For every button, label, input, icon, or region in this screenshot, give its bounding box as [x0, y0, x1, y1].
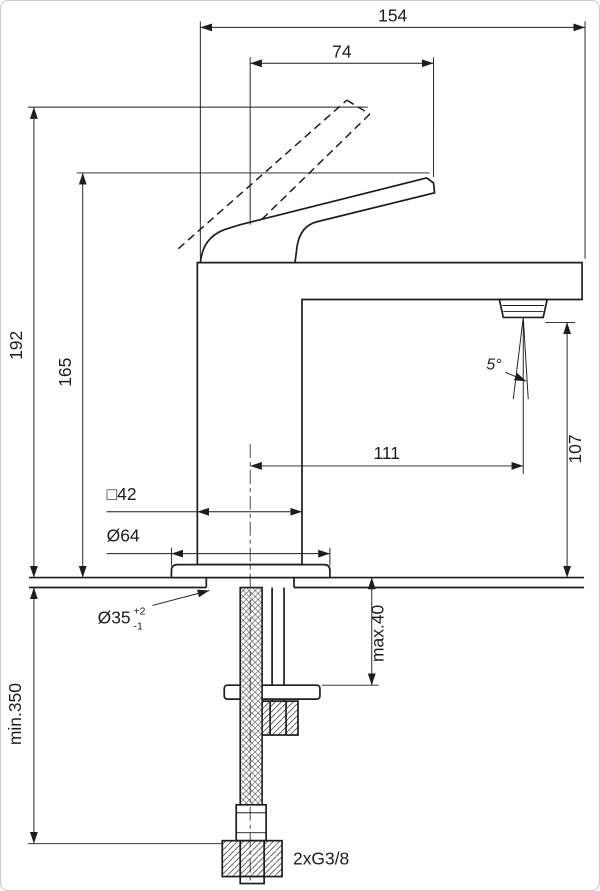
flexible-hose: [221, 586, 283, 885]
leader-dia35: [152, 589, 210, 606]
dim-dia64-label: Ø64: [107, 526, 140, 546]
dim-165-label: 165: [55, 358, 75, 387]
spray-line-vertical: [522, 317, 529, 400]
spray-angle-leader-arrow: [505, 371, 527, 382]
spray-line-tilted: [512, 317, 524, 400]
hose-braid: [239, 586, 263, 806]
extension-lines: [27, 21, 586, 845]
handle-raised-bottom-edge: [247, 113, 371, 234]
dim-74-label: 74: [332, 41, 352, 61]
dim-192-label: 192: [6, 331, 26, 360]
mounting-hardware: [223, 587, 321, 736]
hose-nut: [221, 839, 283, 878]
dim-min350-label: min.350: [5, 683, 25, 745]
dim-111-label: 111: [373, 443, 400, 463]
dim-154-label: 154: [378, 5, 407, 25]
dimension-texts: 154 74 192 165 107 111 5° □42 Ø64 Ø35 +2…: [5, 5, 585, 868]
dim-dia35-label: Ø35: [98, 607, 131, 627]
dimension-lines: [29, 23, 586, 844]
aerator: [498, 298, 549, 319]
dia35-tolerance-lower: -1: [134, 621, 143, 632]
handle-raised-top-edge: [177, 99, 348, 250]
faucet-fixture: [170, 99, 583, 579]
connection-label: 2xG3/8: [293, 849, 349, 869]
hose-nut-stub: [239, 875, 265, 885]
dim-square42-label: □42: [107, 484, 137, 504]
dim-107-label: 107: [565, 434, 585, 463]
spray-angle-label: 5°: [486, 356, 501, 373]
spray-angle-detail: [505, 317, 529, 400]
horseshoe-washer: [223, 684, 321, 700]
base-flange: [170, 563, 331, 579]
dia35-tolerance-upper: +2: [134, 606, 146, 617]
mounting-deck: [28, 576, 585, 589]
hose-ferrule: [235, 803, 267, 842]
dim-max40-label: max.40: [368, 604, 388, 661]
handle-lever: [199, 176, 436, 264]
